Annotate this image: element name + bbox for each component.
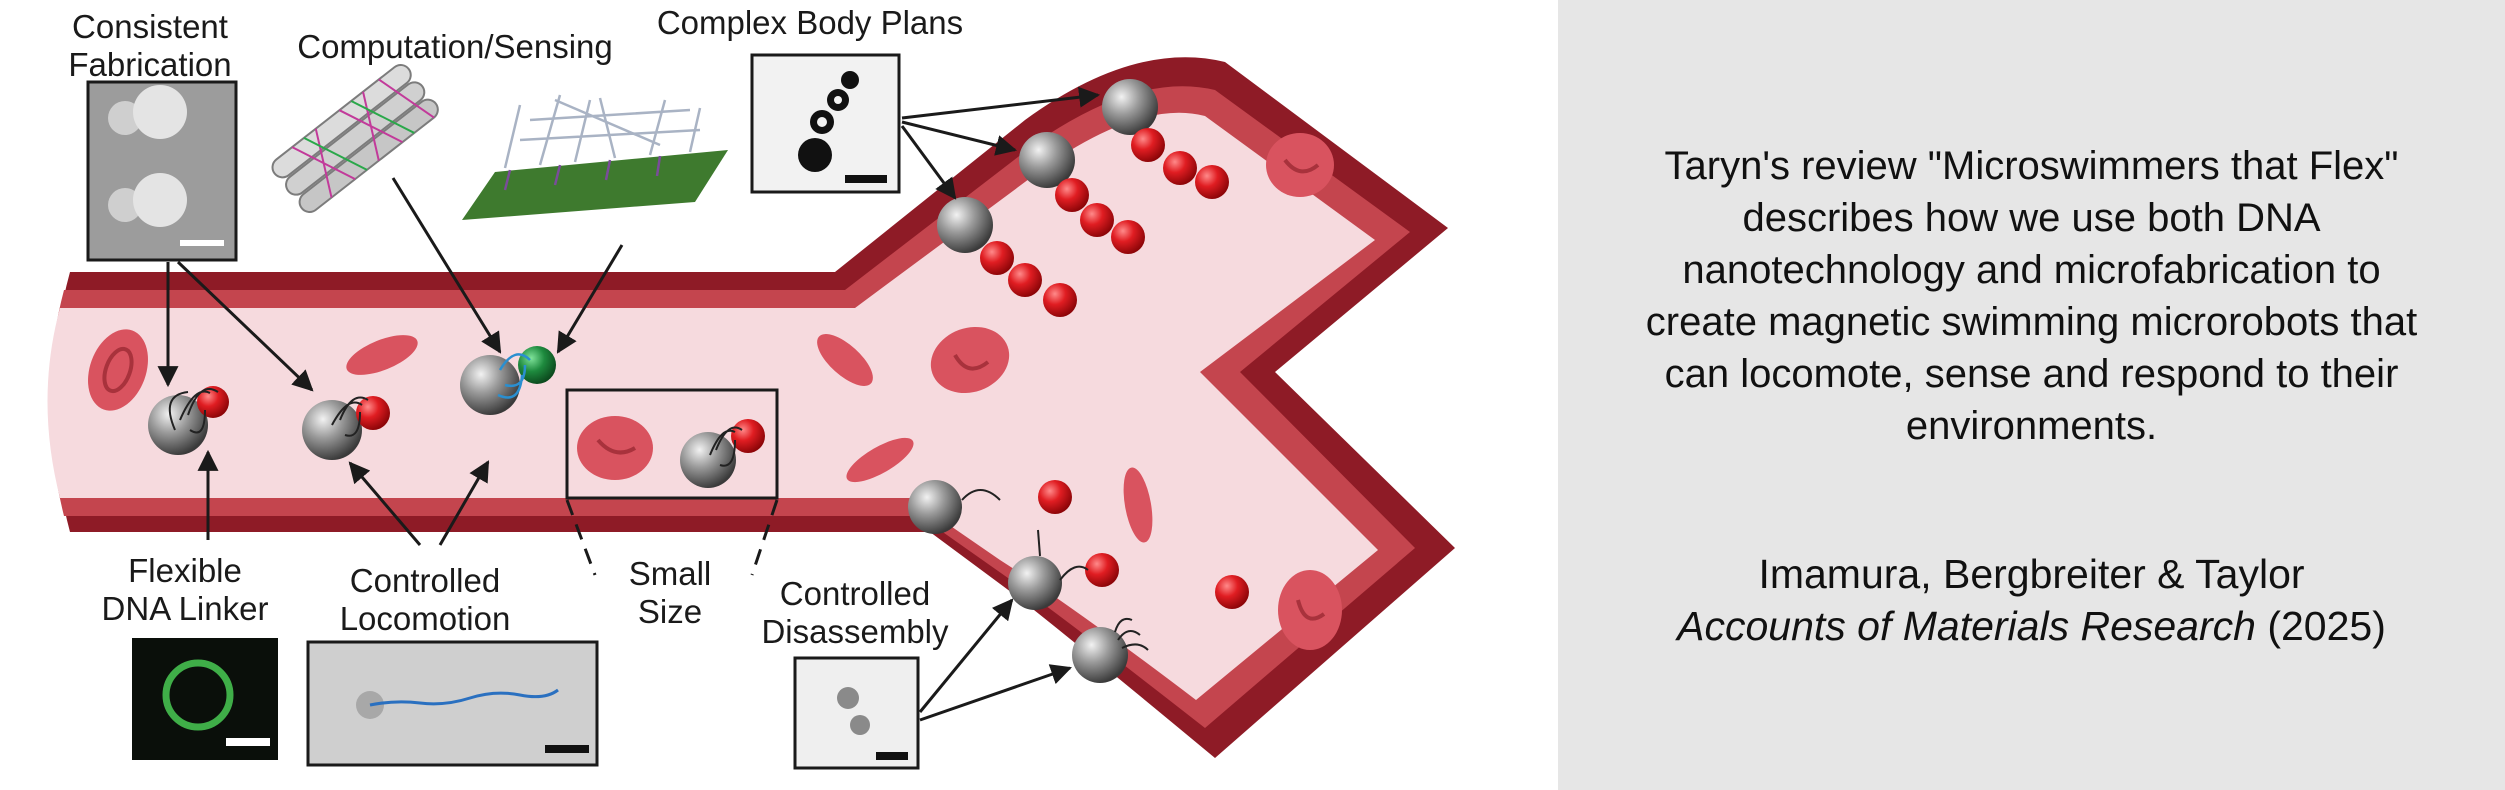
rbc (577, 416, 653, 480)
red-blood-cells (88, 133, 1342, 650)
chain-swimmer-1 (1102, 79, 1229, 199)
annotation-arrows (157, 86, 1101, 722)
magnetic-bead (302, 400, 362, 460)
description-panel: Taryn's review "Microswimmers that Flex"… (1558, 0, 2505, 790)
swimmer-lower-2 (1008, 529, 1119, 610)
label-complex-body-plans: Complex Body Plans (656, 4, 964, 41)
swimmer-sensing (460, 346, 556, 415)
red-bead (731, 419, 765, 453)
swimmer-locomotion-1 (302, 396, 390, 460)
label-controlled-locomotion: Controlled Locomotion (339, 562, 511, 637)
label-controlled-disassembly: Controlled Disassembly (761, 575, 949, 650)
rbc (1266, 133, 1334, 197)
vessel-lumen (47, 112, 1378, 700)
inset-dna-nanotube (271, 63, 439, 214)
swimmer-small-size (680, 419, 765, 488)
small-size-box (565, 388, 779, 500)
inset-sensing-sheet (462, 94, 728, 220)
label-consistent-fabrication: Consistent Fabrication (68, 8, 232, 83)
rbc-side (817, 334, 873, 386)
inset-fluorescence (132, 638, 278, 760)
red-bead (356, 396, 390, 430)
magnetic-bead (680, 432, 736, 488)
rbc (1278, 570, 1342, 650)
chain-swimmer-2 (1019, 132, 1145, 254)
rbc-side (346, 335, 418, 375)
red-bead (1215, 575, 1249, 609)
inset-disassembly (793, 656, 920, 770)
inset-body-plans (750, 53, 901, 194)
swimmer-lower-1 (908, 480, 1001, 534)
inset-sem-fabrication (86, 80, 238, 262)
citation-year: (2025) (2267, 603, 2386, 649)
citation-authors: Imamura, Bergbreiter & Taylor (1758, 551, 2305, 597)
citation-journal: Accounts of Materials Research (1677, 603, 2256, 649)
label-computation-sensing: Computation/Sensing (297, 28, 613, 65)
label-small-size: Small Size (628, 555, 712, 630)
magnetic-bead (148, 395, 208, 455)
small-size-guides (565, 499, 779, 576)
vessel-illustration (47, 53, 1455, 770)
microswimmer-figure: Consistent Fabrication Computation/Sensi… (47, 4, 1455, 770)
red-bead (1038, 480, 1072, 514)
swimmer-dna-linker (148, 386, 229, 455)
magnetic-bead (460, 355, 520, 415)
chain-swimmer-3 (937, 197, 1077, 317)
citation-source: Accounts of Materials Research (2025) (1558, 600, 2505, 652)
rbc (930, 326, 1010, 394)
rbc (1123, 467, 1153, 543)
inset-locomotion-track (306, 640, 599, 767)
rbc (88, 329, 148, 411)
label-flexible-dna-linker: Flexible DNA Linker (101, 552, 269, 627)
green-sensor-bead (518, 346, 556, 384)
swimmer-disassembled (1072, 617, 1149, 683)
review-description: Taryn's review "Microswimmers that Flex"… (1645, 144, 2418, 448)
rbc-side (846, 437, 914, 483)
